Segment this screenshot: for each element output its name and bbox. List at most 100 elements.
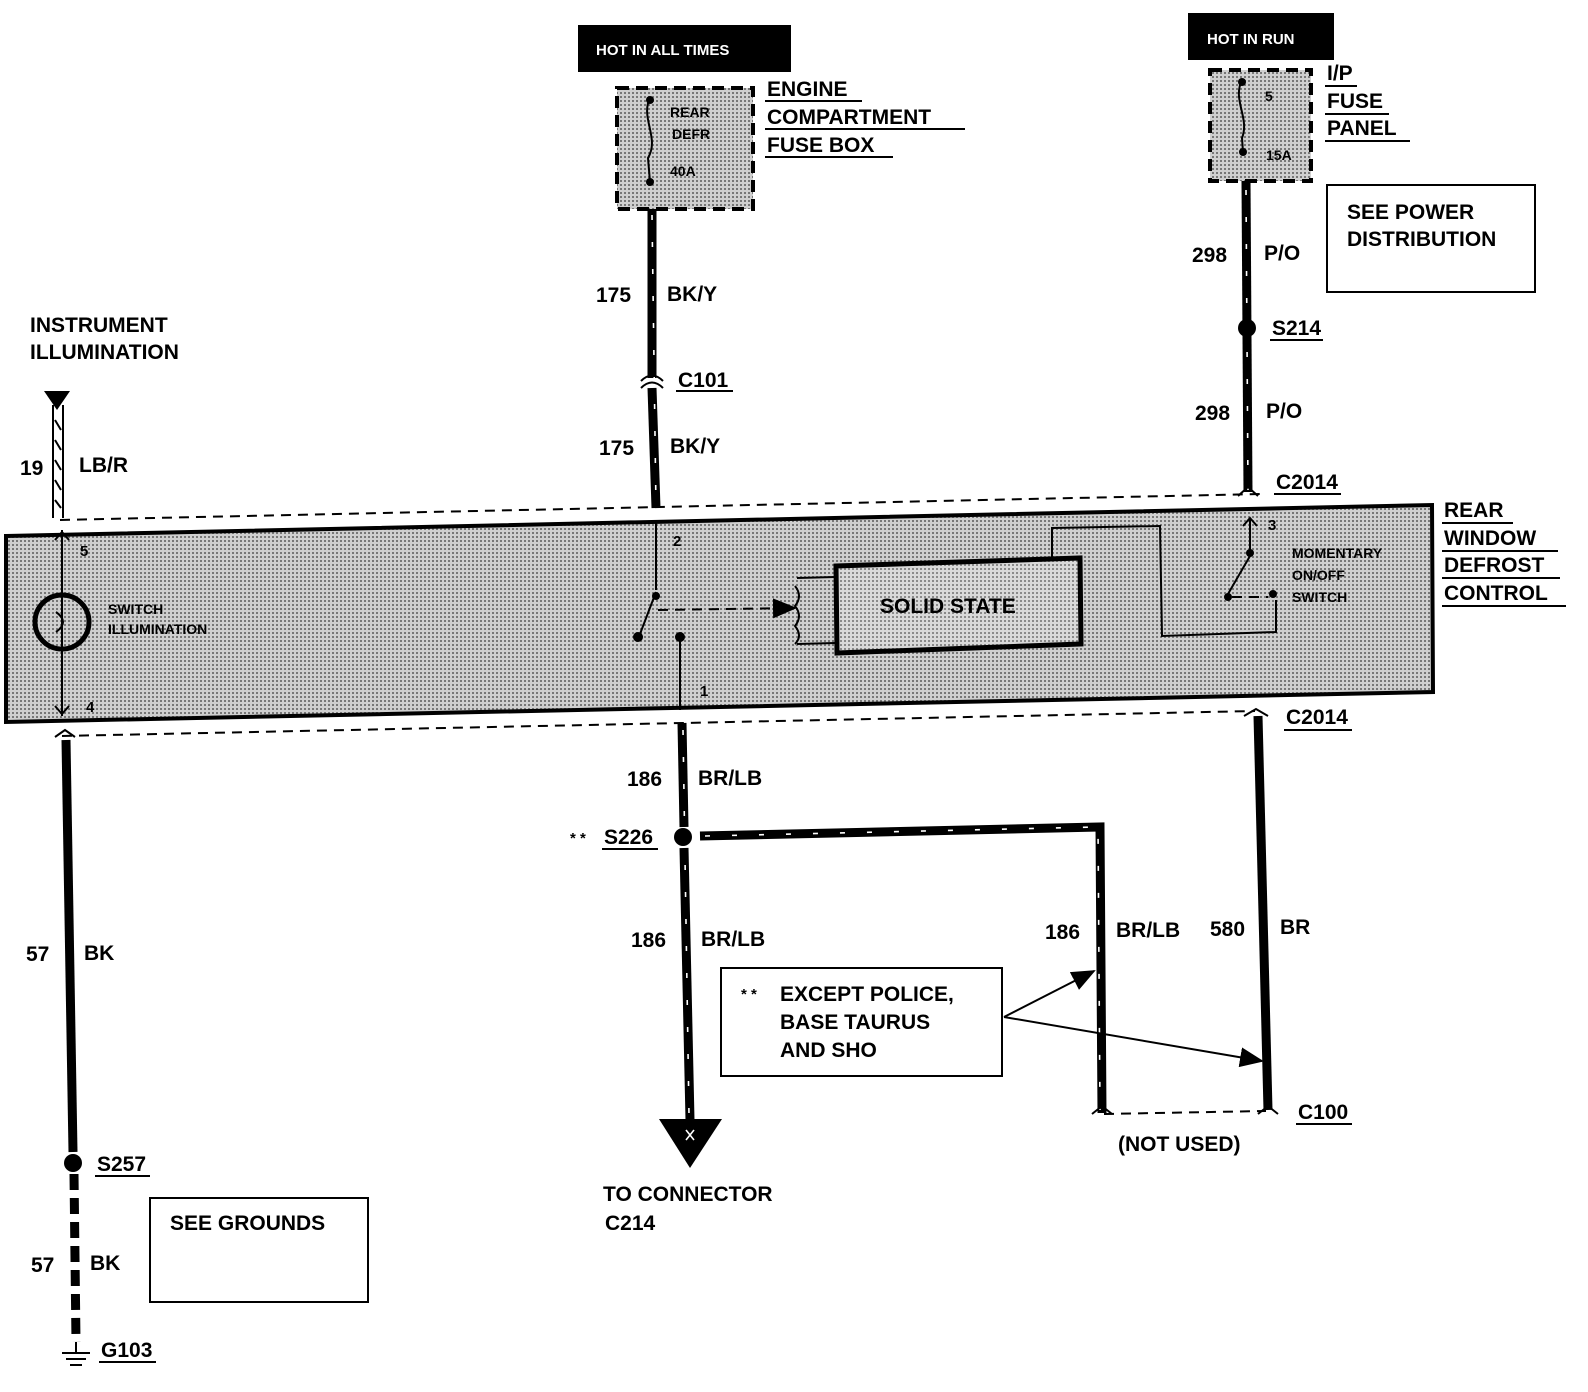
wire-19 [52, 405, 64, 518]
to-connector-line-2: C214 [605, 1212, 656, 1235]
except-note-line-2: BASE TAURUS [780, 1011, 930, 1034]
note-arrow-to-580 [1003, 1016, 1264, 1068]
c101-label: C101 [678, 369, 729, 392]
ip-fuse-number: 5 [1265, 88, 1273, 104]
rear-window-defrost-control-module: SWITCH ILLUMINATION SOLID STATE MOMENTAR… [4, 493, 1436, 737]
wire-298-upper-color: P/O [1264, 242, 1300, 265]
momentary-switch-line-1: MOMENTARY [1292, 545, 1383, 561]
ip-fuse-panel: 5 15A [1208, 68, 1313, 183]
wire-186-c-color: BR/LB [1116, 919, 1180, 942]
switch-illumination-line-1: SWITCH [108, 601, 163, 617]
engine-fuse-box-title-3: FUSE BOX [767, 134, 874, 157]
pin-4: 4 [86, 699, 95, 716]
see-power-line-2: DISTRIBUTION [1347, 228, 1496, 251]
see-grounds-label: SEE GROUNDS [170, 1212, 325, 1235]
wire-175-upper-color: BK/Y [667, 283, 717, 306]
c2014-top-label: C2014 [1276, 471, 1338, 494]
wire-186-b-circuit: 186 [631, 929, 666, 952]
instrument-illumination-line-2: ILLUMINATION [30, 341, 179, 364]
wire-186-b-color: BR/LB [701, 928, 765, 951]
to-connector-line-1: TO CONNECTOR [603, 1183, 773, 1206]
pin-5: 5 [80, 543, 88, 560]
note-arrow-to-186 [1003, 970, 1096, 1018]
switch-illumination-lamp-icon [32, 592, 92, 652]
s257-splice-dot [64, 1154, 82, 1172]
instrument-illumination-line-1: INSTRUMENT [30, 314, 168, 337]
c100-label: C100 [1298, 1101, 1348, 1124]
except-note-marker: * * [741, 986, 757, 1003]
wire-186-main [677, 722, 695, 1121]
relay-coil-icon [793, 585, 800, 645]
momentary-switch-line-3: SWITCH [1292, 589, 1347, 605]
wire-175-lower-circuit: 175 [599, 437, 634, 460]
engine-fuse-box: REAR DEFR 40A [615, 86, 755, 211]
wire-57 [54, 728, 81, 1343]
wire-175-upper-circuit: 175 [596, 284, 631, 307]
wire-580-circuit: 580 [1210, 918, 1245, 941]
ip-fuse-rating: 15A [1266, 147, 1292, 163]
momentary-switch-line-2: ON/OFF [1292, 567, 1345, 583]
wire-186-a-color: BR/LB [698, 767, 762, 790]
see-grounds-box: SEE GROUNDS [149, 1197, 369, 1303]
c2014-bottom-label: C2014 [1286, 706, 1348, 729]
pin-3: 3 [1268, 517, 1276, 534]
s214-label: S214 [1272, 317, 1321, 340]
ip-fuse-panel-title: I/P FUSE PANEL [1325, 62, 1410, 142]
wire-175 [647, 209, 661, 509]
except-police-note-box: * * EXCEPT POLICE, BASE TAURUS AND SHO [720, 967, 1003, 1077]
wire-298-lower-circuit: 298 [1195, 402, 1230, 425]
see-power-distribution-box: SEE POWER DISTRIBUTION [1326, 184, 1536, 293]
engine-fuse-box-title: ENGINE COMPARTMENT FUSE BOX [765, 78, 965, 158]
module-title-3: DEFROST [1444, 554, 1545, 577]
wire-19-color: LB/R [79, 454, 128, 477]
g103-label: G103 [101, 1339, 152, 1362]
module-title-1: REAR [1444, 499, 1504, 522]
hot-in-run-tag: HOT IN RUN [1188, 13, 1334, 60]
engine-fuse-name-2: DEFR [672, 126, 710, 142]
wire-57-upper-color: BK [84, 942, 114, 965]
wire-57-upper-circuit: 57 [26, 943, 49, 966]
switch-illumination-line-2: ILLUMINATION [108, 621, 207, 637]
see-power-line-1: SEE POWER [1347, 201, 1474, 224]
except-note-line-3: AND SHO [780, 1039, 877, 1062]
wire-19-circuit: 19 [20, 457, 43, 480]
engine-fuse-name-1: REAR [670, 104, 710, 120]
wire-57-lower-circuit: 57 [31, 1254, 54, 1277]
solid-state-label: SOLID STATE [880, 595, 1016, 618]
wire-186-a-circuit: 186 [627, 768, 662, 791]
wire-57-lower-color: BK [90, 1252, 120, 1275]
wire-186-branch [699, 822, 1113, 1115]
module-title: REAR WINDOW DEFROST CONTROL [1442, 499, 1566, 607]
s226-marker: * * [570, 830, 586, 847]
pin-1: 1 [700, 683, 708, 700]
except-note-line-1: EXCEPT POLICE, [780, 983, 954, 1006]
hot-all-times-label: HOT IN ALL TIMES [596, 42, 729, 59]
wire-298-upper-circuit: 298 [1192, 244, 1227, 267]
solid-state-box [833, 555, 1084, 656]
engine-fuse-box-title-1: ENGINE [767, 78, 848, 101]
s226-splice-dot [674, 828, 692, 846]
s226-label: S226 [604, 826, 653, 849]
s257-label: S257 [97, 1153, 146, 1176]
pin-2: 2 [673, 533, 681, 550]
engine-fuse-rating: 40A [670, 163, 696, 179]
hot-all-times-tag: HOT IN ALL TIMES [578, 25, 791, 72]
wire-580-color: BR [1280, 916, 1310, 939]
module-title-2: WINDOW [1444, 527, 1536, 550]
ip-fuse-panel-title-3: PANEL [1327, 117, 1397, 140]
wire-175-lower-color: BK/Y [670, 435, 720, 458]
ip-fuse-panel-title-1: I/P [1327, 62, 1353, 85]
engine-fuse-box-title-2: COMPARTMENT [767, 106, 931, 129]
not-used-label: (NOT USED) [1118, 1133, 1241, 1156]
wire-298-lower-color: P/O [1266, 400, 1302, 423]
c101-connector-icon [640, 374, 664, 382]
hot-in-run-label: HOT IN RUN [1207, 31, 1295, 48]
input-arrow-icon [44, 391, 70, 410]
s214-splice-dot [1238, 319, 1256, 337]
module-title-4: CONTROL [1444, 582, 1548, 605]
to-connector-arrow-icon [659, 1119, 722, 1168]
ip-fuse-panel-title-2: FUSE [1327, 90, 1383, 113]
wire-186-c-circuit: 186 [1045, 921, 1080, 944]
wire-580 [1243, 707, 1279, 1115]
